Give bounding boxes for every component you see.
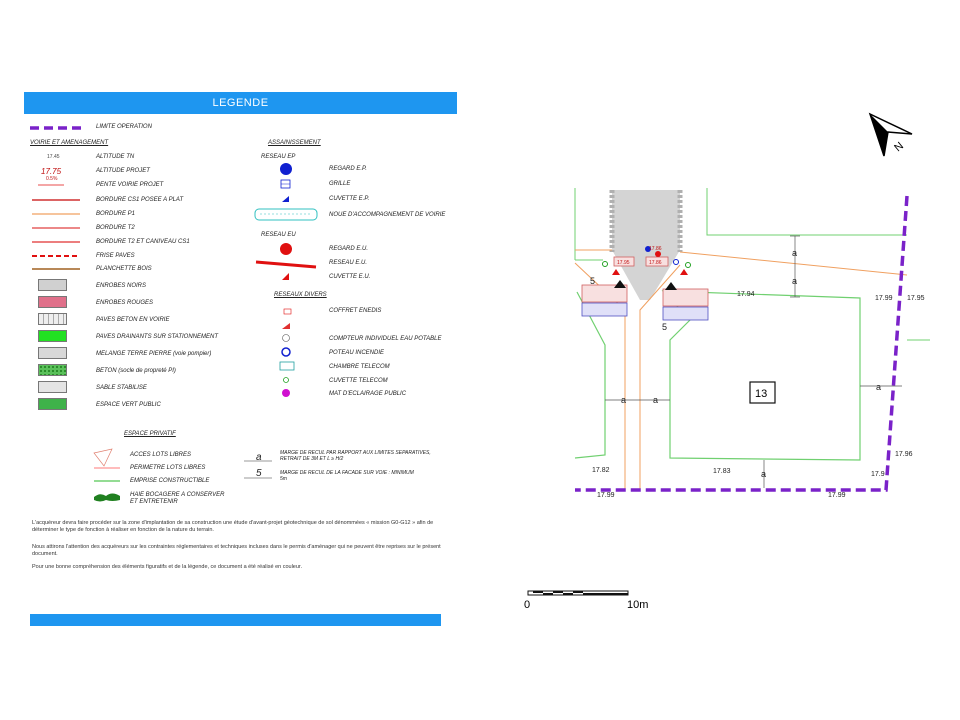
scale-bar: [527, 590, 629, 596]
paves-drainants-label: PAVES DRAINANTS SUR STATIONNEMENT: [96, 334, 219, 340]
beton-label: BETON (socle de propreté PI): [96, 368, 176, 374]
altitude-tn-label: ALTITUDE TN: [96, 154, 135, 160]
reseau-eu-title: RESEAU EU: [261, 232, 296, 238]
margin-a-left-2: a: [653, 395, 658, 405]
limite-operation-line: [575, 195, 909, 492]
alt-17-94: 17.94: [737, 291, 755, 298]
regard-ep-label: REGARD E.P.: [329, 166, 367, 172]
legend-symbols: [30, 126, 318, 502]
beton-swatch: [38, 364, 67, 376]
cuvette-eu-label: CUVETTE E.U.: [329, 274, 371, 280]
cuvette-ep-label: CUVETTE E.P.: [329, 196, 370, 202]
road-alt-1: 17.95: [617, 260, 630, 266]
note-couleur: Pour une bonne compréhension des élément…: [32, 564, 302, 570]
bordure-t2-label: BORDURE T2: [96, 225, 135, 231]
noue-label: NOUE D'ACCOMPAGNEMENT DE VOIRIE: [329, 212, 446, 218]
alt-17-95: 17.95: [907, 295, 925, 302]
grille-label: GRILLE: [329, 181, 351, 187]
coffret-enedis-label: COFFRET ENEDIS: [329, 308, 382, 314]
assainissement-section-title: ASSAINISSEMENT: [268, 140, 321, 146]
alt-17-9: 17.9: [871, 471, 885, 478]
margin-a-top: a: [792, 248, 797, 258]
scale-start-label: 0: [524, 599, 530, 611]
enrobes-rouges-swatch: [38, 296, 67, 308]
marge-5-symbol: 5: [256, 468, 262, 479]
margin-a-bottom: a: [761, 469, 766, 479]
voirie-section-title: VOIRIE ET AMENAGEMENT: [30, 140, 109, 146]
reseau-ep-title: RESEAU EP: [261, 154, 296, 160]
marge-a-symbol: a: [256, 452, 262, 463]
altitude-projet-label: ALTITUDE PROJET: [96, 168, 150, 174]
margin-5-left: 5: [590, 276, 595, 286]
perimetre-lots-label: PERIMETRE LOTS LIBRES: [130, 465, 206, 471]
enrobes-noirs-swatch: [38, 279, 67, 291]
sable-label: SABLE STABILISE: [96, 385, 147, 391]
limite-operation-label: LIMITE OPERATION: [96, 124, 152, 130]
bordure-t2-caniveau-label: BORDURE T2 ET CANIVEAU CS1: [96, 239, 190, 245]
poteau-incendie-label: POTEAU INCENDIE: [329, 350, 385, 356]
lot-13-box: [749, 381, 776, 404]
reseaux-divers-section-title: RESEAUX DIVERS: [274, 292, 327, 298]
pente-value: 0.5%: [46, 176, 58, 182]
acces-lots-label: ACCES LOTS LIBRES: [130, 452, 192, 458]
mat-eclairage-label: MAT D'ECLAIRAGE PUBLIC: [329, 391, 407, 397]
marge-a-text: MARGE DE RECUL PAR RAPPORT AUX LIMITES S…: [280, 450, 431, 462]
enrobes-noirs-label: ENROBES NOIRS: [96, 283, 147, 289]
bordure-cs1-label: BORDURE CS1 POSEE A PLAT: [96, 197, 184, 203]
planchette-bois-label: PLANCHETTE BOIS: [96, 266, 152, 272]
legend-title: LEGENDE: [24, 92, 457, 114]
margin-a-right: a: [876, 382, 881, 392]
sable-swatch: [38, 381, 67, 393]
paves-drainants-swatch: [38, 330, 67, 342]
emprise-label: EMPRISE CONSTRUCTIBLE: [130, 478, 210, 484]
legend-footer-bar: [30, 614, 441, 626]
alt-17-82: 17.82: [592, 467, 610, 474]
margin-a-top-2: a: [792, 276, 797, 286]
road-alt-3: 17.86: [649, 246, 662, 252]
margin-a-left: a: [621, 395, 626, 405]
alt-17-99-c: 17.99: [828, 492, 846, 499]
alt-17-99-a: 17.99: [875, 295, 893, 302]
frise-paves-label: FRISE PAVES: [96, 253, 135, 259]
regard-eu-label: REGARD E.U.: [329, 246, 369, 252]
altitude-projet-value: 17.75: [41, 167, 62, 176]
paves-beton-label: PAVES BETON EN VOIRIE: [96, 317, 170, 323]
altitude-tn-value: 17.45: [47, 154, 60, 160]
reseau-eu-line-label: RESEAU E.U.: [329, 260, 368, 266]
note-contraintes: Nous attirons l'attention des acquéreurs…: [32, 544, 441, 557]
espace-vert-label: ESPACE VERT PUBLIC: [96, 402, 161, 408]
alt-17-96: 17.96: [895, 451, 913, 458]
melange-terre-label: MELANGE TERRE PIERRE (voie pompier): [96, 351, 212, 357]
margin-5-right: 5: [662, 322, 667, 332]
alt-17-99-b: 17.99: [597, 492, 615, 499]
chambre-telecom-label: CHAMBRE TELECOM: [329, 364, 390, 370]
lot-13-number: 13: [755, 388, 767, 400]
scale-end-label: 10m: [627, 599, 648, 611]
bordure-p1-label: BORDURE P1: [96, 211, 136, 217]
north-label: N: [892, 140, 906, 154]
north-arrow-icon: [868, 112, 913, 157]
haie-label: HAIE BOCAGERE A CONSERVER ET ENTRETENIR: [130, 492, 225, 505]
pente-voirie-label: PENTE VOIRIE PROJET: [96, 182, 164, 188]
note-geotechnique: L'acquéreur devra faire procéder sur la …: [32, 520, 434, 533]
cuvette-telecom-label: CUVETTE TELECOM: [329, 378, 388, 384]
legend-panel: LEGENDE LIMI: [24, 92, 459, 627]
melange-terre-swatch: [38, 347, 67, 359]
alt-17-83: 17.83: [713, 468, 731, 475]
paves-beton-swatch: [38, 313, 67, 325]
espace-vert-swatch: [38, 398, 67, 410]
enrobes-rouges-label: ENROBES ROUGES: [96, 300, 154, 306]
marge-5-text: MARGE DE RECUL DE LA FACADE SUR VOIE : M…: [280, 470, 414, 482]
espace-privatif-section-title: ESPACE PRIVATIF: [124, 431, 176, 437]
road-alt-2: 17.86: [649, 260, 662, 266]
compteur-eau-label: COMPTEUR INDIVIDUEL EAU POTABLE: [329, 336, 442, 342]
